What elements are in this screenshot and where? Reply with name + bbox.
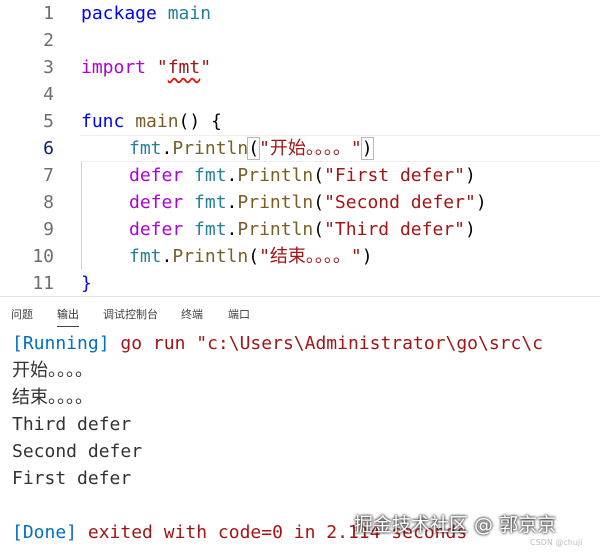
tab-output[interactable]: 输出 — [57, 306, 79, 327]
tab-terminal[interactable]: 终端 — [181, 308, 203, 321]
line-number: 8 — [43, 192, 54, 213]
output-panel: 问题 输出 调试控制台 终端 端口 [Running] go run "c:\U… — [0, 296, 600, 555]
code-line-6-current[interactable]: 6 fmt.Println("开始。。。。") — [0, 135, 600, 162]
code-line-7[interactable]: 7 defer fmt.Println("First defer") — [0, 162, 600, 189]
code-text: defer fmt.Println("Third defer") — [129, 219, 476, 240]
line-number: 6 — [43, 138, 54, 159]
output-line: 开始。。。。 — [12, 360, 93, 381]
line-number: 10 — [32, 246, 54, 267]
bracket-match: ( — [247, 137, 261, 160]
code-editor[interactable]: 1 package main 2 3 import "fmt" 4 5 func… — [0, 0, 600, 296]
code-text: import "fmt" — [81, 57, 212, 78]
error-squiggle: fmt — [167, 57, 201, 78]
code-line-5[interactable]: 5 func main() { — [0, 108, 600, 135]
code-text: fmt.Println("开始。。。。") — [129, 137, 374, 160]
line-number: 11 — [32, 273, 54, 294]
output-running-line: [Running] go run "c:\Users\Administrator… — [12, 333, 544, 354]
code-text: } — [81, 273, 92, 294]
code-line-11[interactable]: 11 } — [0, 270, 600, 297]
line-number: 2 — [43, 30, 54, 51]
output-line: 结束。。。。 — [12, 387, 93, 408]
code-text: defer fmt.Println("First defer") — [129, 165, 476, 186]
output-line: First defer — [12, 468, 132, 489]
code-text: package main — [81, 3, 212, 24]
watermark: 掘金技术社区 @ 郭京京 — [354, 514, 557, 536]
tab-ports[interactable]: 端口 — [228, 308, 250, 321]
output-done-line: [Done] exited with code=0 in 2.114 secon… — [12, 522, 468, 543]
line-number: 7 — [43, 165, 54, 186]
output-line: Third defer — [12, 414, 132, 435]
panel-tabs: 问题 输出 调试控制台 终端 端口 — [0, 297, 600, 327]
code-text: defer fmt.Println("Second defer") — [129, 192, 487, 213]
bracket-match: ) — [360, 137, 374, 160]
indent-guide — [81, 135, 82, 270]
code-line-4[interactable]: 4 — [0, 81, 600, 108]
output-line: Second defer — [12, 441, 143, 462]
code-text: func main() { — [81, 111, 222, 132]
line-number: 9 — [43, 219, 54, 240]
line-number: 1 — [43, 3, 54, 24]
tab-debug-console[interactable]: 调试控制台 — [103, 308, 158, 321]
line-number: 5 — [43, 111, 54, 132]
code-text: fmt.Println("结束。。。。") — [129, 246, 373, 267]
line-number: 3 — [43, 57, 54, 78]
tab-problems[interactable]: 问题 — [11, 308, 33, 321]
code-line-3[interactable]: 3 import "fmt" — [0, 54, 600, 81]
code-line-9[interactable]: 9 defer fmt.Println("Third defer") — [0, 216, 600, 243]
code-line-10[interactable]: 10 fmt.Println("结束。。。。") — [0, 243, 600, 270]
csdn-watermark: CSDN @chuji — [530, 538, 583, 547]
line-number: 4 — [43, 84, 54, 105]
code-line-8[interactable]: 8 defer fmt.Println("Second defer") — [0, 189, 600, 216]
code-line-2[interactable]: 2 — [0, 27, 600, 54]
code-line-1[interactable]: 1 package main — [0, 0, 600, 27]
